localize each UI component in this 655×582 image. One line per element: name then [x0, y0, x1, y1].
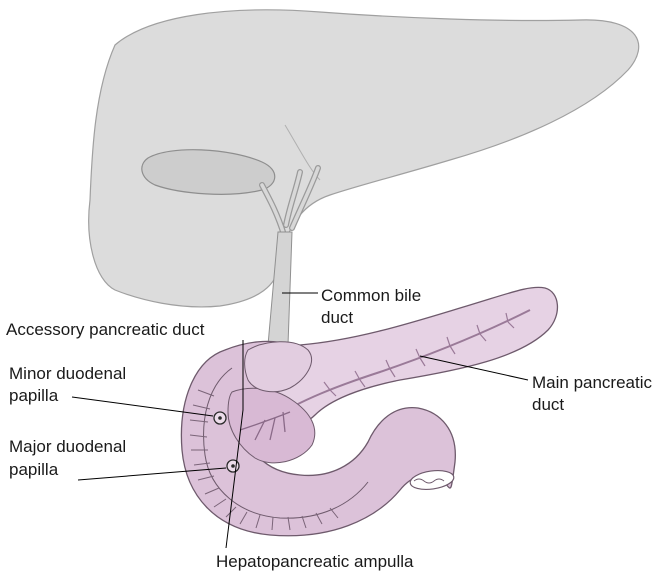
label-accessory-pancreatic-duct: Accessory pancreatic duct [6, 320, 204, 340]
label-minor-duodenal-papilla-line2: papilla [9, 386, 58, 406]
label-common-bile-duct-line2: duct [321, 308, 353, 328]
label-main-pancreatic-duct-line2: duct [532, 395, 564, 415]
label-main-pancreatic-duct-line1: Main pancreatic [532, 373, 652, 393]
label-minor-duodenal-papilla-line1: Minor duodenal [9, 364, 126, 384]
label-hepatopancreatic-ampulla: Hepatopancreatic ampulla [216, 552, 414, 572]
label-major-duodenal-papilla-line1: Major duodenal [9, 437, 126, 457]
label-common-bile-duct-line1: Common bile [321, 286, 421, 306]
pancreas [274, 287, 558, 423]
major-papilla-dot [231, 464, 235, 468]
label-major-duodenal-papilla-line2: papilla [9, 460, 58, 480]
minor-papilla-dot [218, 416, 222, 420]
